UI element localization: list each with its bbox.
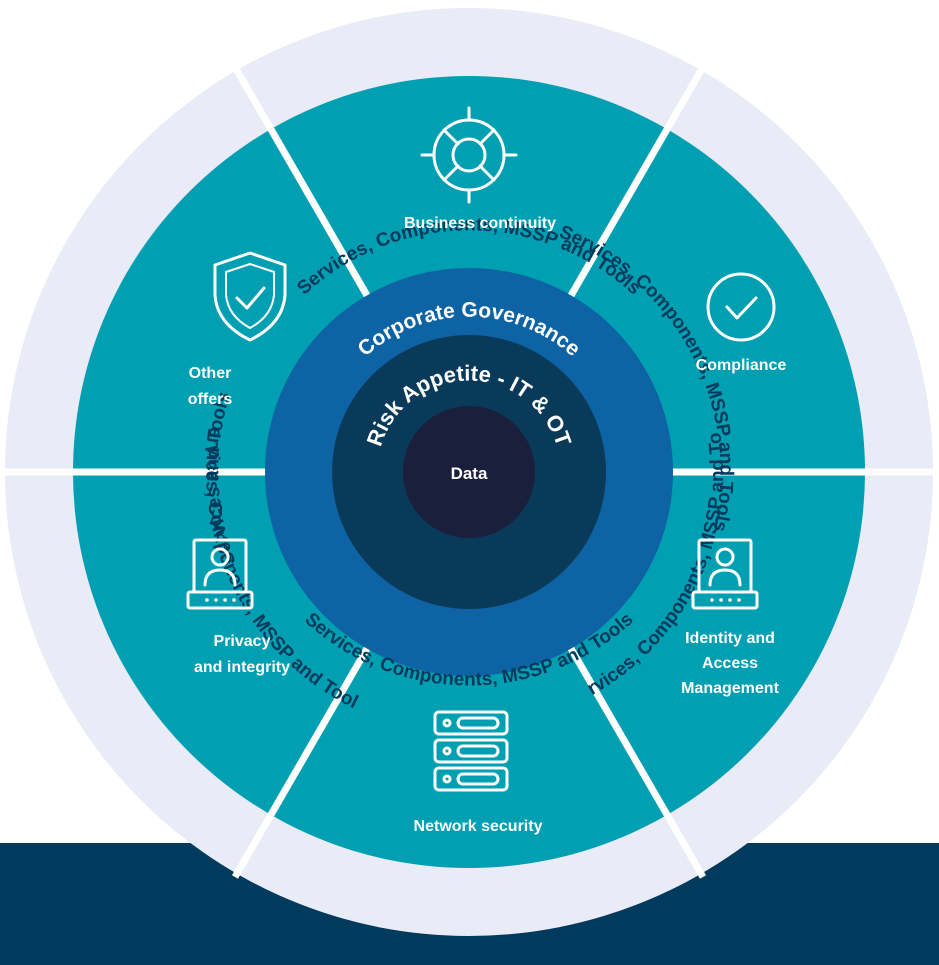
identity-credential-icon [691, 538, 759, 610]
label-other-line2: offers [188, 391, 233, 408]
label-identity-line1: Identity and [685, 630, 775, 647]
user-credential-icon [186, 538, 254, 610]
password-dots [205, 598, 236, 602]
label-identity-line3: Management [681, 680, 779, 697]
label-privacy-line2: and integrity [194, 659, 290, 676]
check-circle-icon [706, 272, 776, 342]
identity-password-dots [710, 598, 741, 602]
label-compliance: Compliance [696, 357, 787, 374]
label-privacy-line1: Privacy [214, 633, 271, 650]
shield-check-icon [213, 251, 287, 342]
data-core [403, 406, 535, 538]
label-other-line1: Other [189, 365, 232, 382]
label-business-continuity: Business continuity [404, 215, 556, 232]
lifebuoy-icon [420, 106, 518, 204]
label-network-security: Network security [414, 818, 543, 835]
data-label: Data [451, 464, 488, 483]
server-rack-icon [433, 710, 509, 792]
label-identity-line2: Access [702, 655, 758, 672]
